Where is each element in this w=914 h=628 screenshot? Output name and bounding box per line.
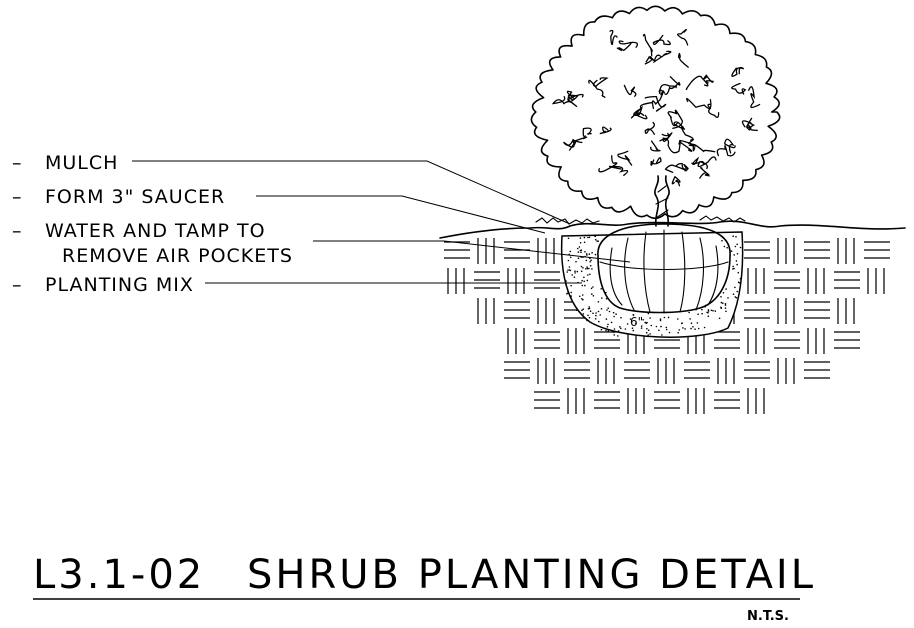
soil-weave-cell (594, 391, 620, 409)
callout-saucer: – FORM 3" SAUCER (12, 186, 225, 208)
soil-weave-cell (837, 238, 855, 264)
callout-label: MULCH (45, 152, 118, 174)
soil-weave-cell (777, 298, 795, 324)
leader-water (313, 240, 631, 263)
shrub-trunk (654, 175, 670, 227)
soil-weave-cell (684, 361, 710, 379)
planting-pit (560, 231, 744, 338)
callout-planting-mix: – PLANTING MIX (12, 274, 194, 296)
soil-weave-cell (804, 301, 830, 319)
callout-dash: – (12, 220, 23, 242)
soil-weave-cell (444, 241, 470, 259)
leader-mulch (132, 160, 571, 225)
soil-weave-cell (747, 388, 765, 414)
soil-weave-cell (624, 361, 650, 379)
soil-weave-cell (504, 301, 530, 319)
soil-weave-cell (747, 268, 765, 294)
leader-saucer (256, 195, 546, 234)
soil-weave-cell (537, 358, 555, 384)
soil-weave-cell (657, 358, 675, 384)
soil-weave-cell (597, 358, 615, 384)
soil-weave-cell (804, 361, 830, 379)
soil-weave-cell (807, 328, 825, 354)
soil-weave-cell (534, 391, 560, 409)
soil-weave-cell (834, 331, 860, 349)
soil-weave-cell (747, 328, 765, 354)
soil-weave-cell (447, 268, 465, 294)
soil-weave-cell (744, 301, 770, 319)
scale-note: N.T.S. (747, 609, 789, 624)
soil-weave-cell (564, 361, 590, 379)
soil-weave-cell (507, 328, 525, 354)
soil-weave-cell (654, 391, 680, 409)
soil-weave-cell (687, 388, 705, 414)
soil-weave-cell (714, 331, 740, 349)
root-ball (597, 223, 731, 314)
callout-water-tamp: – WATER AND TAMP TO REMOVE AIR POCKETS (12, 220, 293, 267)
callout-dash: – (12, 152, 23, 174)
soil-weave-cell (744, 241, 770, 259)
soil-weave-cell (477, 238, 495, 264)
soil-weave-cell (804, 241, 830, 259)
soil-weave-cell (477, 298, 495, 324)
soil-weave-cell (567, 388, 585, 414)
mulch-layer (535, 215, 746, 225)
callout-dash: – (12, 274, 23, 296)
soil-weave-cell (507, 268, 525, 294)
shrub-canopy (530, 5, 781, 220)
detail-title: SHRUB PLANTING DETAIL (247, 552, 816, 598)
soil-weave-cell (594, 331, 620, 349)
soil-weave-cell (627, 388, 645, 414)
soil-weave-cell (537, 298, 555, 324)
soil-weave-cell (537, 238, 555, 264)
soil-weave-cell (534, 331, 560, 349)
soil-weave-cell (567, 328, 585, 354)
callout-label: FORM 3" SAUCER (45, 186, 225, 208)
soil-weave-cell (834, 271, 860, 289)
soil-weave-cell (774, 331, 800, 349)
callout-dash: – (12, 186, 23, 208)
soil-weave-cell (474, 271, 500, 289)
soil-weave-cell (504, 361, 530, 379)
callout-label: PLANTING MIX (45, 274, 194, 296)
callout-label: WATER AND TAMP TO (45, 220, 266, 242)
soil-weave-cell (867, 268, 885, 294)
soil-weave-cell (807, 268, 825, 294)
detail-id: L3.1-02 (33, 552, 205, 598)
soil-weave-cell (837, 298, 855, 324)
ground-line (439, 220, 906, 239)
soil-weave-cell (744, 361, 770, 379)
callout-label-line2: REMOVE AIR POCKETS (62, 245, 293, 267)
callout-mulch: – MULCH (12, 152, 118, 174)
leader-lines (132, 160, 631, 284)
soil-weave-cell (717, 358, 735, 384)
soil-weave-cell (774, 271, 800, 289)
soil-weave-cell (777, 358, 795, 384)
soil-weave-cell (777, 238, 795, 264)
dimension-label: 6" (630, 315, 643, 329)
planting-mix-stipple (565, 235, 742, 337)
soil-weave-cell (864, 241, 890, 259)
soil-weave-cell (534, 271, 560, 289)
soil-weave-cell (714, 391, 740, 409)
